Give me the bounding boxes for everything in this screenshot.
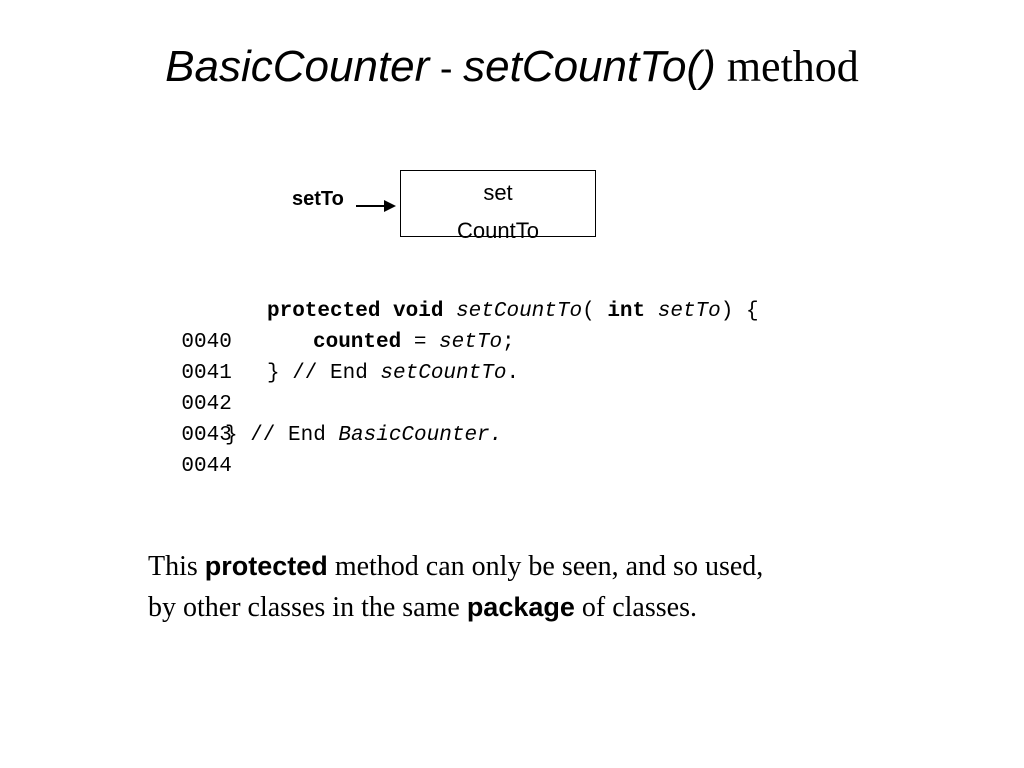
line-number: 0040 — [181, 331, 232, 354]
code-punct: ) { — [720, 300, 759, 323]
line-number: 0044 — [181, 455, 232, 478]
code-punct: . — [489, 424, 503, 447]
note-text: by other classes in the same — [148, 592, 467, 623]
note-text: This — [148, 551, 205, 582]
code-comment: } // End — [225, 424, 339, 447]
line-number: 0043 — [181, 424, 232, 447]
title-separator: - — [429, 48, 464, 90]
title-class-name: BasicCounter — [165, 42, 430, 91]
note-line: by other classes in the same package of … — [148, 587, 948, 628]
code-comment: } // End — [267, 362, 381, 385]
code-class-name: BasicCounter — [338, 424, 490, 447]
method-box-line2: CountTo — [457, 218, 539, 243]
diagram-input-label: setTo — [292, 188, 344, 210]
line-number: 0041 — [181, 362, 232, 385]
note-text: method can only be seen, and so used, — [327, 551, 764, 582]
method-diagram: setTo set CountTo — [0, 0, 1024, 300]
arrow-right-icon — [356, 200, 396, 212]
code-keyword: void — [393, 300, 444, 323]
code-variable: counted — [313, 331, 402, 354]
note-text: of classes. — [574, 592, 697, 623]
code-method-name: setCountTo — [456, 300, 583, 323]
note-keyword: package — [466, 592, 575, 622]
code-line: 0043 — [131, 389, 271, 447]
method-box-line1: set — [483, 180, 513, 205]
code-line: 0040 protected void setCountTo( int setTo… — [131, 296, 758, 354]
title-suffix: method — [715, 42, 859, 91]
code-line: 0041 counted = setTo; — [131, 327, 514, 385]
code-line: 0042 } // End setCountTo. — [131, 358, 519, 416]
line-number: 0042 — [181, 393, 232, 416]
code-param: setTo — [657, 300, 721, 323]
note-keyword: protected — [204, 551, 328, 581]
note-line: This protected method can only be seen, … — [148, 546, 948, 587]
method-box: set CountTo — [400, 170, 596, 243]
explanation-note: This protected method can only be seen, … — [148, 546, 948, 628]
code-punct: . — [506, 362, 520, 385]
code-operator: = — [401, 331, 440, 354]
slide-title: BasicCounter - setCountTo() method — [0, 38, 1024, 106]
code-method-name: setCountTo — [380, 362, 507, 385]
title-method-name: setCountTo() — [463, 42, 716, 91]
code-keyword: int — [607, 300, 646, 323]
code-param: setTo — [439, 331, 503, 354]
code-punct: ; — [502, 331, 515, 354]
code-line: 0044 } // End BasicCounter. — [131, 420, 502, 478]
code-punct: ( — [582, 300, 608, 323]
code-keyword: protected — [267, 300, 381, 323]
